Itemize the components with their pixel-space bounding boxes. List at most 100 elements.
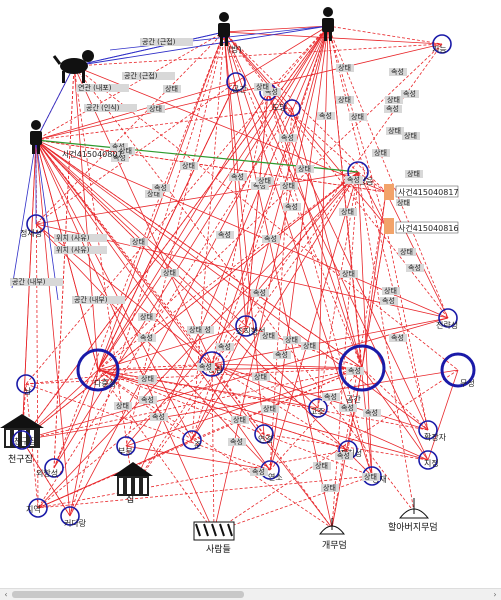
edge-line (211, 363, 215, 533)
circle-daesang-node[interactable]: 다중성 (76, 348, 120, 392)
circle-yeon-node[interactable]: 연결 (254, 424, 274, 444)
circle-oegu-node[interactable]: 외항성 (36, 458, 64, 478)
circle-right-top-node[interactable]: 기능 (432, 34, 452, 54)
edge-tag: 상태 (138, 312, 156, 321)
circle-big-right-node[interactable]: 공간 (338, 344, 386, 404)
edge-line (35, 139, 59, 301)
svg-text:상태: 상태 (263, 404, 276, 413)
edge-line (97, 25, 329, 371)
edge-tag: 상태 (280, 181, 298, 190)
scroll-thumb[interactable] (12, 591, 244, 598)
horizontal-scrollbar[interactable]: ‹ › (0, 588, 501, 600)
circle-dora-node[interactable]: 도담 (272, 99, 301, 117)
edge-line (327, 25, 449, 319)
circle-hyeon-label: 조직형성 (236, 326, 265, 336)
edge-line (35, 139, 213, 365)
event-box-1[interactable]: 사건415040817 상태 (384, 184, 459, 207)
edge-line (223, 31, 333, 529)
svg-text:공간 (내부): 공간 (내부) (74, 295, 108, 304)
scroll-left-arrow-icon[interactable]: ‹ (4, 590, 8, 599)
svg-text:속성: 속성 (337, 451, 350, 460)
circle-cheonguri-node[interactable]: 천구집 (12, 430, 36, 450)
edge-line (21, 439, 71, 517)
edge-tag: 속성 (346, 366, 364, 375)
edge-tag: 공간 (근접) (122, 71, 175, 80)
edge-line (35, 139, 271, 471)
edge-tag: 상태 (261, 404, 279, 413)
grave-icon-2[interactable] (398, 498, 430, 519)
edge-line (245, 91, 269, 327)
circle-dora-label: 도담 (272, 102, 287, 112)
edge-line (347, 225, 387, 451)
edge-tag: 상태 (402, 131, 420, 140)
edge-line (331, 191, 387, 529)
edge-line (211, 317, 449, 365)
edge-tag: 위치 (사유) (54, 245, 107, 254)
svg-text:상태: 상태 (141, 374, 154, 383)
circle-jun-node[interactable]: 준 (182, 430, 202, 450)
edge-line (35, 31, 225, 141)
svg-text:상태: 상태 (303, 341, 316, 350)
circle-hyeon-node[interactable]: 조직형성 (235, 315, 265, 337)
grave-icon-1[interactable] (318, 518, 346, 535)
circle-nam-node[interactable]: 남 (16, 374, 36, 396)
circle-bogeum-node[interactable]: 부분 (116, 436, 136, 456)
people-group-icon[interactable] (193, 521, 235, 541)
circle-sagwa-label: 정체성 (20, 228, 42, 238)
edge-tag: 공간 (내부) (10, 277, 63, 286)
circle-kda-node[interactable]: 커다랑 (60, 506, 87, 528)
svg-text:상태: 상태 (132, 237, 145, 246)
svg-text:상태: 상태 (323, 483, 336, 492)
circle-yokso-label: 연소 (268, 473, 283, 482)
house-icon-mid[interactable] (113, 462, 153, 496)
svg-text:속성: 속성 (275, 350, 288, 359)
edge-line (35, 65, 75, 141)
edge-line (35, 139, 193, 441)
svg-text:상태: 상태 (233, 415, 246, 424)
event-box-2[interactable]: 사건415040816 (384, 218, 459, 234)
circle-top-mid-node[interactable]: (방) (226, 44, 246, 92)
svg-text:상태: 상태 (256, 82, 269, 91)
edge-line (223, 31, 387, 193)
circle-hwanjeon-node[interactable]: 확장자 (418, 420, 447, 442)
edge-tag: 속성 (401, 89, 419, 98)
scroll-right-arrow-icon[interactable]: › (493, 590, 497, 599)
circle-sagwa-node[interactable]: 정체성 (20, 214, 46, 238)
person-icon-3[interactable] (322, 7, 334, 41)
edge-tag: 속성 (139, 395, 157, 404)
edge-tag: 상태 (161, 268, 179, 277)
person-icon-2[interactable] (218, 12, 230, 46)
svg-text:상태: 상태 (285, 335, 298, 344)
svg-text:속성: 속성 (253, 288, 266, 297)
edge-line (223, 31, 293, 109)
edge-line (25, 25, 329, 385)
edge-tag: 속성 (389, 333, 407, 342)
svg-text:상태: 상태 (374, 148, 387, 157)
circle-hwanwon-node[interactable]: 전략성 (436, 308, 458, 330)
edge-line (427, 369, 459, 461)
grave-1-label: 개무덤 (322, 539, 347, 551)
edge-tag: 상태 (349, 112, 367, 121)
edge-line (25, 367, 363, 385)
circle-hwanwon-label: 전략성 (436, 320, 458, 330)
circle-museong-node[interactable]: 무성 (440, 352, 476, 388)
svg-text:상태: 상태 (147, 189, 160, 198)
edge-tag: 공간 (근접) (140, 37, 193, 46)
edge-line (223, 31, 265, 435)
person-icon-1[interactable] (30, 120, 42, 154)
edge-line (35, 43, 443, 141)
edge-line (35, 107, 293, 141)
edge-line (53, 65, 75, 469)
edge-tag: 속성 (283, 202, 301, 211)
dog-icon[interactable] (52, 50, 94, 83)
edge-line (35, 139, 99, 371)
circle-gongdo-node[interactable]: 고조 (308, 398, 328, 418)
circle-jido-node[interactable]: 지역 (26, 498, 48, 518)
edge-tag: 상태 (301, 341, 319, 350)
circle-jeongdam-node[interactable]: 지정 (418, 450, 439, 470)
svg-text:속성: 속성 (319, 111, 332, 120)
svg-text:상태: 상태 (282, 181, 295, 190)
circle-oegu-label: 외항성 (36, 468, 58, 478)
svg-text:상태: 상태 (338, 63, 351, 72)
edge-line (385, 191, 449, 319)
